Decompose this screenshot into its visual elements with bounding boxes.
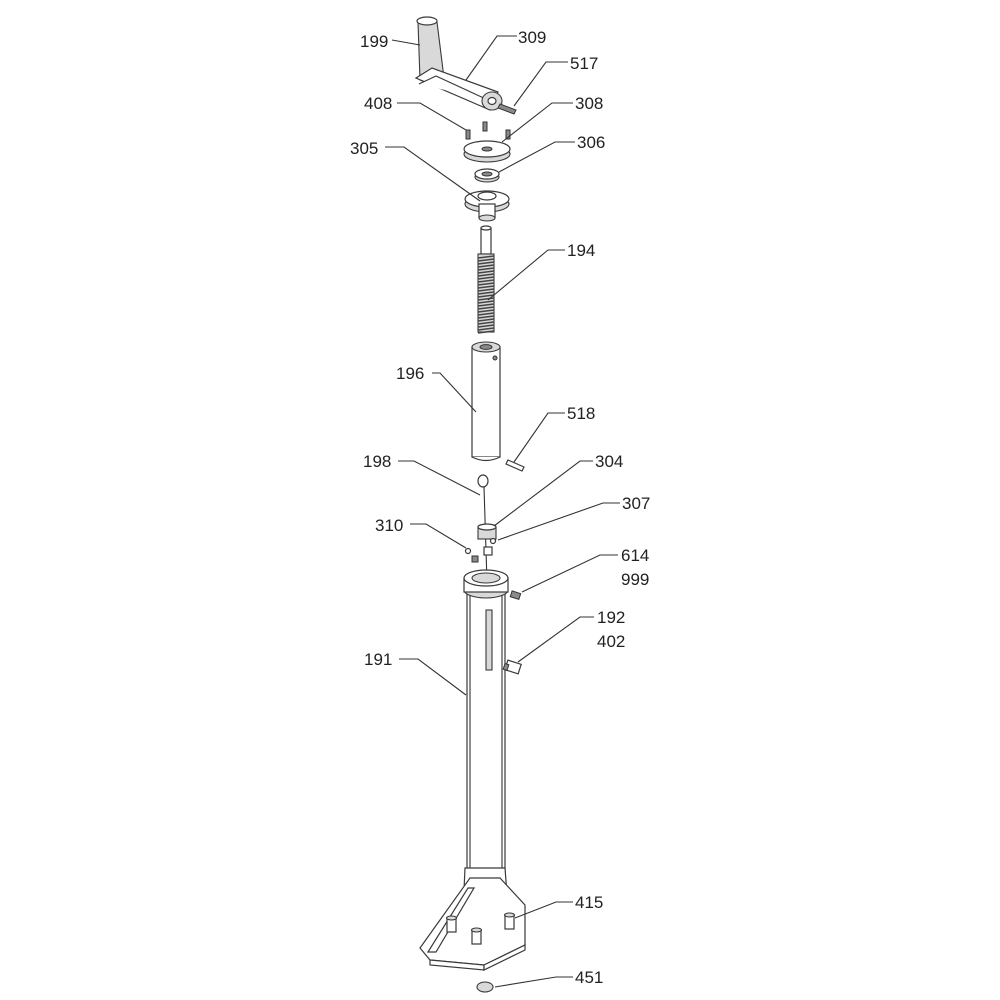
leader-192	[517, 616, 594, 663]
label-614: 614	[621, 546, 649, 565]
part-517-pin	[497, 103, 517, 115]
part-192-402-knob-screw	[502, 659, 522, 675]
part-306-washer	[474, 168, 500, 183]
leader-415	[514, 901, 573, 919]
label-191: 191	[364, 650, 392, 669]
thread-line	[477, 300, 495, 304]
label-518: 518	[567, 404, 595, 423]
label-307: 307	[622, 494, 650, 513]
thread-line	[477, 318, 495, 322]
label-192: 192	[597, 608, 625, 627]
label-306: 306	[577, 133, 605, 152]
label-194: 194	[567, 241, 595, 260]
label-310: 310	[375, 516, 403, 535]
label-196: 196	[396, 364, 424, 383]
part-518-pin	[505, 459, 525, 472]
leader-198	[398, 460, 481, 496]
thread-line	[477, 261, 495, 265]
leader-614	[521, 554, 618, 593]
thread-line	[477, 291, 495, 295]
leader-307	[497, 502, 620, 541]
thread-line	[477, 270, 495, 274]
thread-line	[477, 276, 495, 280]
leader-408	[397, 102, 467, 131]
label-305: 305	[350, 139, 378, 158]
label-304: 304	[595, 452, 623, 471]
part-408-screws	[465, 121, 511, 140]
label-402: 402	[597, 632, 625, 651]
leader-304	[493, 460, 593, 527]
thread-line	[477, 285, 495, 289]
leader-306	[498, 141, 575, 173]
label-308: 308	[575, 94, 603, 113]
part-196-tube	[471, 341, 501, 462]
part-labels: 199 309 517 408 308 305 306 194 196 518 …	[350, 28, 650, 987]
label-309: 309	[518, 28, 546, 47]
label-999: 999	[621, 570, 649, 589]
leader-196	[432, 372, 477, 413]
label-451: 451	[575, 968, 603, 987]
leader-517	[513, 61, 568, 107]
label-199: 199	[360, 32, 388, 51]
label-517: 517	[570, 54, 598, 73]
leader-308	[501, 102, 573, 143]
thread-line	[477, 258, 495, 262]
leader-194	[487, 249, 565, 301]
part-304-collar	[477, 523, 497, 540]
leader-451	[494, 976, 573, 988]
label-415: 415	[575, 893, 603, 912]
thread-line	[477, 324, 495, 328]
part-191-column	[463, 569, 509, 881]
thread-line	[477, 294, 495, 298]
label-198: 198	[363, 452, 391, 471]
thread-line	[477, 288, 495, 292]
leader-191	[399, 658, 467, 696]
thread-line	[477, 321, 495, 325]
part-309-crank-arm	[414, 67, 503, 111]
part-307-ball	[489, 537, 497, 545]
part-194-leadscrew	[477, 225, 495, 334]
label-408: 408	[364, 94, 392, 113]
leader-310	[410, 523, 467, 549]
part-305-housing	[464, 190, 510, 222]
thread-line	[477, 306, 495, 310]
leader-518	[513, 412, 565, 463]
part-451-foot-pad	[476, 981, 494, 993]
thread-line	[477, 330, 495, 334]
thread-line	[477, 273, 495, 277]
thread-line	[477, 267, 495, 271]
thread-line	[477, 264, 495, 268]
thread-line	[477, 255, 495, 259]
thread-line	[477, 297, 495, 301]
part-415-bolts	[445, 912, 516, 945]
part-310-set-screws	[464, 546, 493, 563]
part-308-flange-plate	[463, 140, 511, 163]
thread-line	[477, 282, 495, 286]
leader-305	[385, 146, 481, 202]
thread-line	[477, 309, 495, 313]
thread-line	[477, 312, 495, 316]
thread-line	[477, 327, 495, 331]
thread-line	[477, 315, 495, 319]
leader-199	[391, 39, 421, 46]
thread-line	[477, 303, 495, 307]
leader-lines	[385, 35, 620, 988]
thread-line	[477, 279, 495, 283]
part-614-999-set-screw	[509, 590, 522, 601]
leader-309	[465, 35, 517, 81]
